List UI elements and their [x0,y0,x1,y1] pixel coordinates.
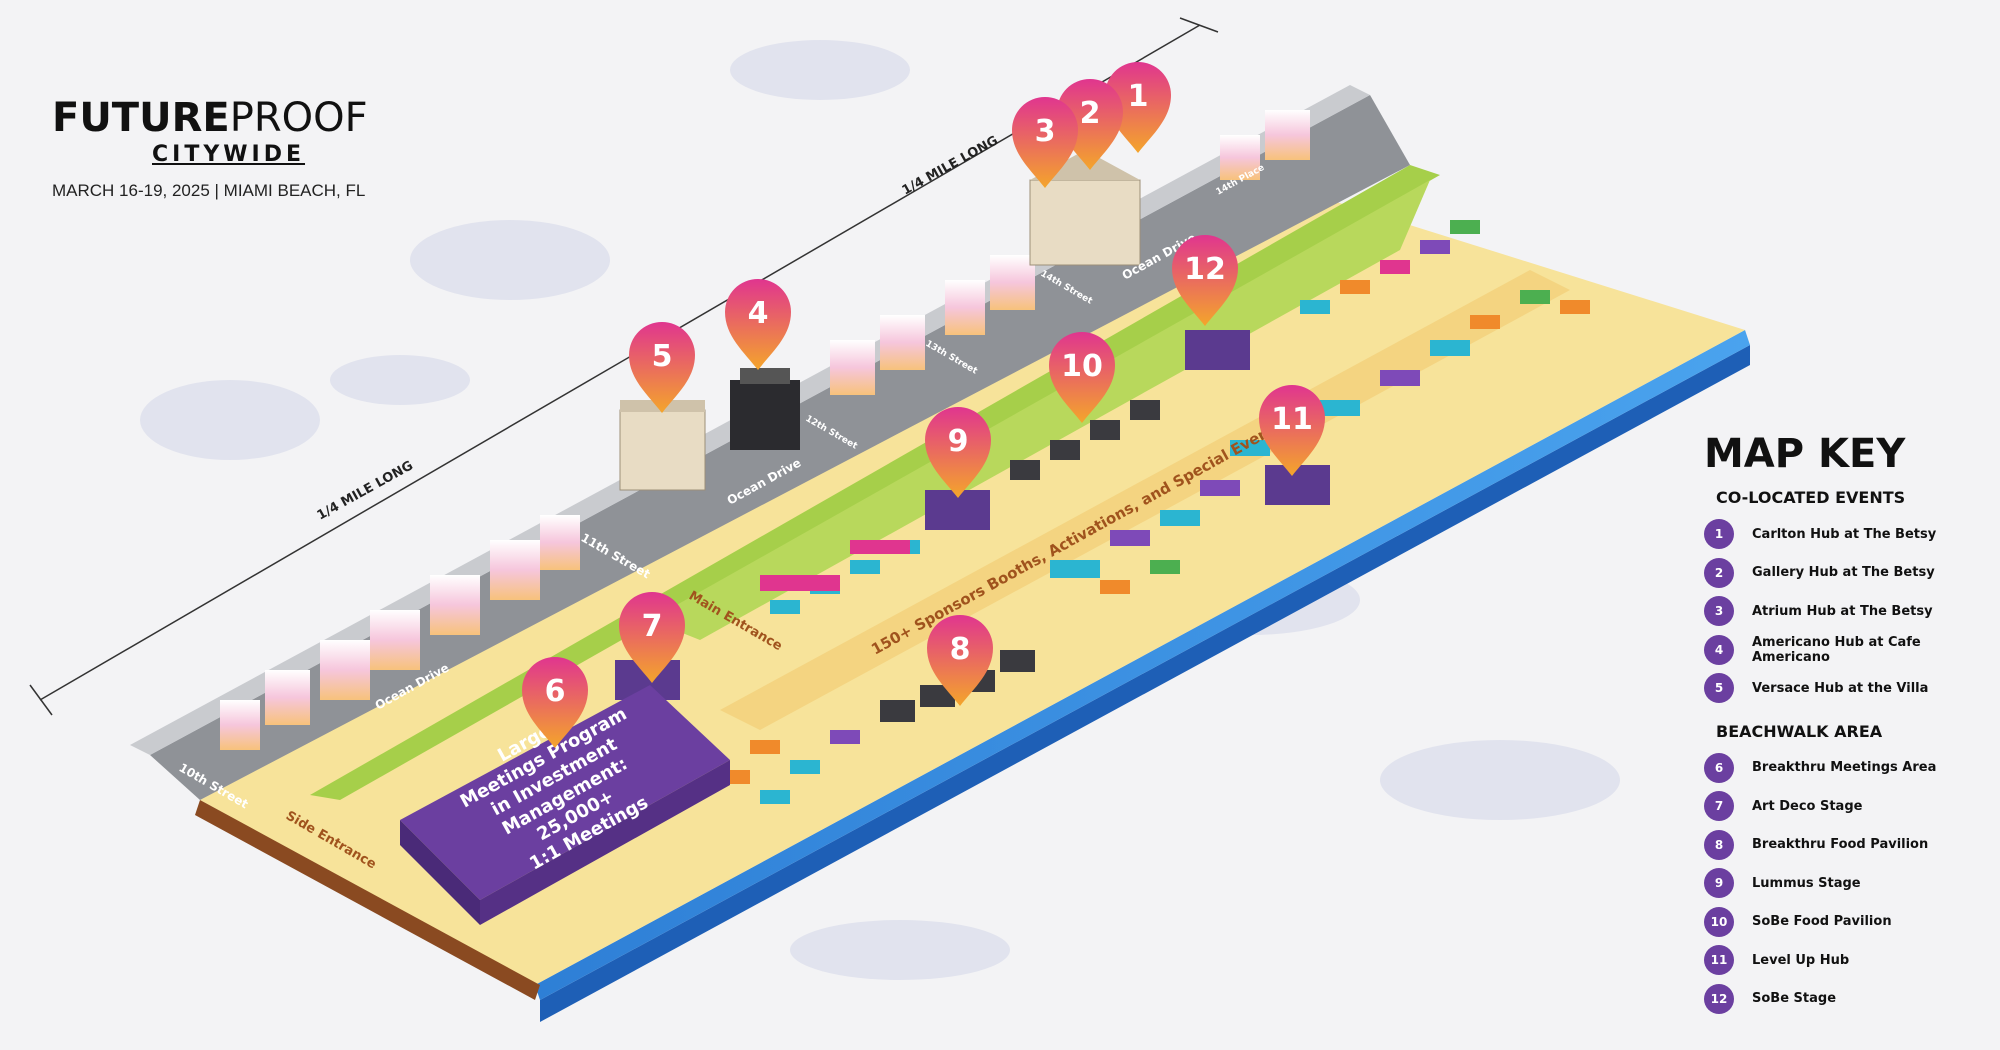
map-key-number-badge: 1 [1704,519,1734,550]
location-pin-12[interactable]: 12 [1172,235,1238,326]
food-trucks [880,400,1160,722]
villa-building [619,400,706,491]
map-key-title: MAP KEY [1704,431,1906,477]
beach-path [720,270,1570,730]
map-key-number-badge: 2 [1704,557,1734,588]
pin-number: 5 [652,339,673,374]
map-key-item-label: Breakthru Meetings Area [1752,760,1937,776]
location-pin-11[interactable]: 11 [1259,385,1325,476]
map-key-item: 12 SoBe Stage [1704,980,1994,1019]
map-pin-icon [522,657,588,748]
map-pin-icon [927,615,993,706]
map-key-item-label: SoBe Food Pavilion [1752,914,1892,930]
map-key-item: 3 Atrium Hub at The Betsy [1704,592,1994,631]
map-pin-icon [1259,385,1325,476]
map-pin-icon [1172,235,1238,326]
map-key-number-badge: 10 [1704,906,1734,937]
pin-number: 2 [1080,96,1101,131]
map-key-number-badge: 3 [1704,596,1734,627]
pin-number: 11 [1271,402,1313,437]
map-key-item-label: Atrium Hub at The Betsy [1752,603,1933,619]
location-pin-8[interactable]: 8 [927,615,993,706]
map-key-item: 1 Carlton Hub at The Betsy [1704,515,1994,554]
pin-number: 12 [1184,252,1226,287]
map-pin-icon [1012,97,1078,188]
brand-name-light: PROOF [229,95,368,141]
map-key-item-label: SoBe Stage [1752,991,1837,1007]
grass-strip [310,165,1440,800]
distance-label-upper: 1/4 MILE LONG [900,133,1001,198]
map-key-item-label: Versace Hub at the Villa [1752,680,1929,696]
map-key-item: 5 Versace Hub at the Villa [1704,669,1994,708]
map-key-number-badge: 4 [1704,634,1734,665]
map-pin-icon [1049,332,1115,423]
brand-subtitle: CITYWIDE [152,142,306,167]
map-key-item-label: Breakthru Food Pavilion [1752,837,1929,853]
location-pin-1[interactable]: 1 [1105,62,1171,153]
betsy-building [1029,150,1141,266]
location-pin-6[interactable]: 6 [522,657,588,748]
booth-tents [720,220,1590,804]
pin-number: 1 [1128,79,1149,114]
pin-number: 7 [642,609,663,644]
map-key-item-label: Americano Hub at Cafe Americano [1752,634,1921,665]
map-key-item: 11 Level Up Hub [1704,941,1994,980]
pin-number: 4 [748,296,769,331]
map-key: MAP KEY CO-LOCATED EVENTS 1 Carlton Hub at… [1704,434,1994,1018]
location-pin-5[interactable]: 5 [629,322,695,413]
map-key-item-label: Level Up Hub [1752,952,1850,968]
meetings-building: Largest Meetings Program in Investment M… [400,685,730,925]
map-pin-icon [629,322,695,413]
location-pin-9[interactable]: 9 [925,407,991,498]
map-pin-icon [925,407,991,498]
street-buildings [220,110,1310,750]
location-pin-10[interactable]: 10 [1049,332,1115,423]
map-key-item-label: Lummus Stage [1752,875,1861,891]
pin-number: 8 [950,632,971,667]
map-key-number-badge: 8 [1704,829,1734,860]
brand-name: FUTUREPROOF [52,98,368,138]
pin-number: 6 [545,674,566,709]
map-key-section-heading: BEACHWALK AREA [1716,721,1883,741]
map-key-item: 7 Art Deco Stage [1704,787,1994,826]
brand-name-bold: FUTURE [52,95,230,141]
location-pin-7[interactable]: 7 [619,592,685,683]
event-brand: FUTUREPROOF CITYWIDE MARCH 16-19, 2025 |… [52,98,368,201]
ocean-surface [535,330,1750,1000]
map-pin-icon [725,279,791,370]
ocean [540,345,1750,1022]
map-key-item-label: Gallery Hub at The Betsy [1752,565,1935,581]
map-key-item-label: Carlton Hub at The Betsy [1752,526,1937,542]
event-date-location: MARCH 16-19, 2025 | MIAMI BEACH, FL [52,181,366,200]
pin-number: 3 [1035,114,1056,149]
background-clouds [140,40,1620,980]
map-pin-icon [1105,62,1171,153]
distance-markers [29,17,1219,716]
map-key-item: 8 Breakthru Food Pavilion [1704,826,1994,865]
grass-strip-lower [650,180,1430,640]
map-key-number-badge: 9 [1704,868,1734,899]
cafe-americano-building [730,368,800,450]
map-pin-icon [619,592,685,683]
pin-number: 10 [1061,349,1103,384]
location-pin-3[interactable]: 3 [1012,97,1078,188]
map-key-section-heading: CO-LOCATED EVENTS [1716,488,1906,507]
map-key-number-badge: 5 [1704,673,1734,704]
map-key-item: 6 Breakthru Meetings Area [1704,749,1994,788]
map-key-item: 10 SoBe Food Pavilion [1704,903,1994,942]
map-key-item-label: Art Deco Stage [1752,798,1863,814]
location-pin-4[interactable]: 4 [725,279,791,370]
boardwalk-edge [195,800,540,1000]
map-key-number-badge: 11 [1704,945,1734,976]
map-key-item: 2 Gallery Hub at The Betsy [1704,554,1994,593]
map-key-number-badge: 7 [1704,791,1734,822]
map-key-sections: CO-LOCATED EVENTS 1 Carlton Hub at The Bet… [1704,488,1994,1018]
map-key-item: 4 Americano Hub at Cafe Americano [1704,631,1994,670]
map-key-item: 9 Lummus Stage [1704,864,1994,903]
map-key-number-badge: 6 [1704,752,1734,783]
pin-number: 9 [948,424,969,459]
map-key-number-badge: 12 [1704,983,1734,1014]
